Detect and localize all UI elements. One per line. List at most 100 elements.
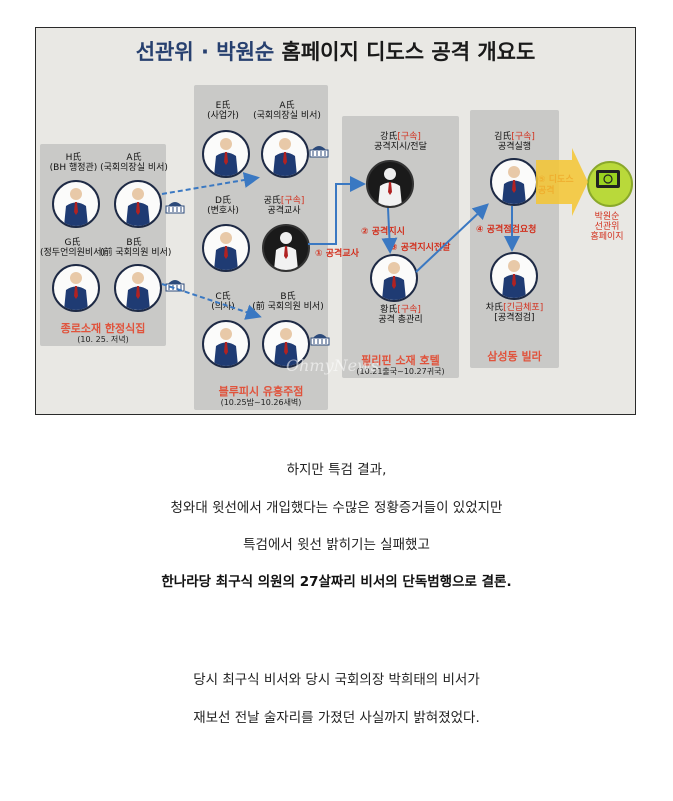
cha-role: [공격점검]	[494, 313, 535, 323]
body-line-6: 재보선 전날 술자리를 가졌던 사실까지 밝혀졌었다.	[193, 710, 480, 726]
place-jongno: 종로소재 한정식집	[60, 322, 146, 335]
a2-name: A氏	[279, 101, 295, 111]
ddos-diagram: 선관위 · 박원순 홈페이지 디도스 공격 개요도 H氏(BH 행정관) A氏(…	[35, 27, 636, 415]
label-a1: A氏(국회의장실 비서)	[98, 153, 170, 173]
kang-role: 공격지시/전달	[374, 142, 427, 152]
b1-role: (前 국회의원 비서)	[100, 248, 172, 258]
body-line-3: 특검에서 윗선 밝히기는 실패했고	[243, 537, 430, 553]
step-5-label: ⑤ 디도스 공격	[538, 175, 574, 196]
person-gong	[262, 224, 310, 272]
h-role: (BH 행정관)	[49, 163, 98, 173]
b2-role: (前 국회의원 비서)	[252, 302, 324, 312]
kang-name: 강氏	[380, 132, 398, 142]
person-icon	[274, 232, 298, 270]
person-a2	[261, 130, 309, 178]
c-role: (의사)	[211, 302, 235, 312]
kim-role: 공격실행	[497, 142, 532, 152]
target-line3: 홈페이지	[590, 232, 624, 242]
e-role: (사업가)	[207, 111, 239, 121]
person-icon	[214, 138, 238, 176]
person-icon	[126, 188, 150, 226]
label-e: E氏(사업가)	[198, 101, 248, 121]
hwang-tag: [구속]	[397, 305, 421, 315]
label-h: H氏(BH 행정관)	[46, 153, 101, 173]
kang-tag: [구속]	[397, 132, 421, 142]
label-kim: 김氏[구속]공격실행	[470, 132, 559, 152]
date-jongno: (10. 25. 저녁)	[77, 335, 129, 344]
label-cha: 차氏[긴급체포][공격점검]	[470, 303, 559, 323]
date-philippine: (10.21출국~10.27귀국)	[356, 367, 445, 376]
person-d	[202, 224, 250, 272]
d-name: D氏	[215, 196, 231, 206]
person-icon	[273, 138, 297, 176]
cha-name: 차氏	[485, 303, 504, 313]
kim-name: 김氏	[494, 132, 512, 142]
place-samsung: 삼성동 빌라	[487, 350, 542, 363]
g-role: (정두언의원비서)	[40, 248, 105, 258]
body-line-1: 하지만 특검 결과,	[286, 462, 387, 478]
person-e	[202, 130, 250, 178]
hwang-name: 황氏	[380, 305, 398, 315]
a1-role: (국회의장실 비서)	[100, 163, 168, 173]
g-name: G氏	[64, 238, 81, 248]
building-icon	[164, 276, 186, 292]
person-icon	[378, 168, 402, 206]
person-b2	[262, 320, 310, 368]
gong-tag: [구속]	[280, 196, 305, 206]
label-c: C氏(의사)	[198, 292, 248, 312]
step-2-label: ② 공격지시	[361, 227, 405, 237]
person-icon	[64, 188, 88, 226]
c-name: C氏	[215, 292, 231, 302]
person-icon	[502, 260, 526, 298]
label-kang: 강氏[구속]공격지시/전달	[342, 132, 459, 152]
e-name: E氏	[215, 101, 231, 111]
hwang-role: 공격 총관리	[378, 315, 423, 325]
person-b1	[114, 264, 162, 312]
person-h	[52, 180, 100, 228]
a2-role: (국회의장실 비서)	[253, 111, 321, 121]
target-label: 박원순 선관위 홈페이지	[577, 212, 635, 242]
date-bluepish: (10.25밤~10.26새벽)	[220, 398, 302, 407]
label-b1: B氏(前 국회의원 비서)	[100, 238, 172, 258]
panel-jongno	[40, 144, 166, 346]
b2-name: B氏	[280, 292, 296, 302]
person-kang	[366, 160, 414, 208]
target-icon	[587, 161, 633, 207]
label-d: D氏(변호사)	[198, 196, 248, 216]
step-1-label: ① 공격교사	[315, 249, 359, 259]
diagram-title-part-b: 홈페이지 디도스 공격 개요도	[274, 40, 536, 64]
person-icon	[214, 328, 238, 366]
person-g	[52, 264, 100, 312]
diagram-title: 선관위 · 박원순 홈페이지 디도스 공격 개요도	[36, 36, 635, 66]
place-philippine: 필리핀 소재 호텔	[361, 354, 440, 367]
a1-name: A氏	[126, 153, 142, 163]
h-name: H氏	[65, 153, 82, 163]
person-c	[202, 320, 250, 368]
gong-name: 공氏	[263, 196, 281, 206]
watermark: OhmyNews	[286, 356, 380, 375]
body-line-4: 한나라당 최구식 의원의 27살짜리 비서의 단독범행으로 결론.	[161, 574, 512, 590]
step-3-label: ③ 공격지시전달	[390, 243, 451, 253]
target-line1: 박원순	[594, 212, 620, 222]
person-a1	[114, 180, 162, 228]
building-icon	[308, 142, 330, 158]
person-icon	[382, 262, 406, 300]
target-line2: 선관위	[594, 222, 620, 232]
person-icon	[502, 166, 526, 204]
person-kim	[490, 158, 538, 206]
label-gong: 공氏[구속]공격교사	[254, 196, 314, 216]
person-icon	[64, 272, 88, 310]
step-4-label: ④ 공격점검요청	[476, 225, 537, 235]
label-a2: A氏(국회의장실 비서)	[250, 101, 324, 121]
place-bluepish: 블루피시 유흥주점	[218, 385, 304, 398]
body-line-5: 당시 최구식 비서와 당시 국회의장 박희태의 비서가	[193, 672, 480, 688]
b1-name: B氏	[126, 238, 142, 248]
person-icon	[214, 232, 238, 270]
person-hwang	[370, 254, 418, 302]
building-icon	[164, 198, 186, 214]
d-role: (변호사)	[207, 206, 239, 216]
cha-tag: [긴급체포]	[503, 303, 544, 313]
person-icon	[274, 328, 298, 366]
body-line-2: 청와대 윗선에서 개입했다는 수많은 정황증거들이 있었지만	[170, 500, 503, 516]
building-icon	[309, 330, 331, 346]
